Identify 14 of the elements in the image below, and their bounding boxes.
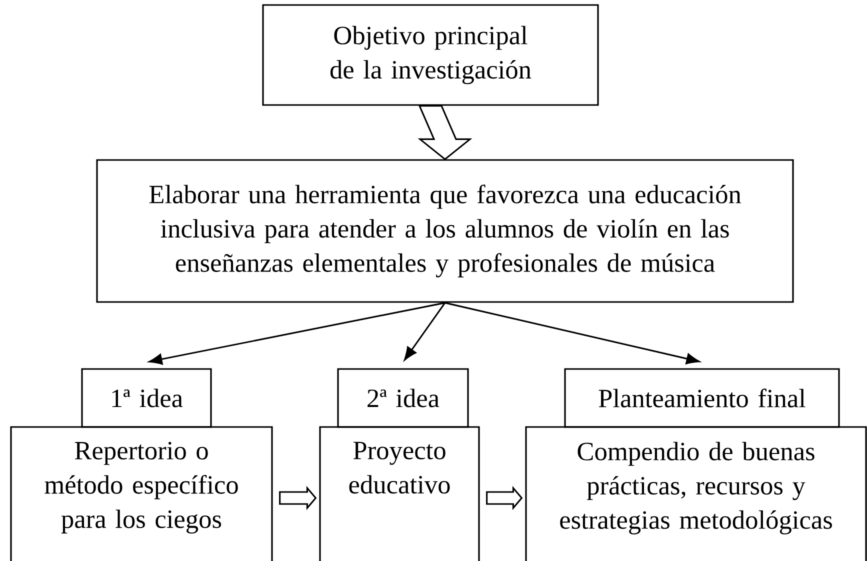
block-arrow [486, 486, 523, 510]
arrow [404, 302, 446, 360]
arrow [148, 302, 446, 365]
text-box: Planteamiento final [564, 368, 840, 428]
text-box: Elaborar una herramienta que favorezca una educación inclusiva para atender a los alumnos de violín en las enseñanzas elementales y profesionales de música [96, 159, 794, 303]
text-box: Repertorio o método específico para los ciegos [10, 426, 273, 561]
arrow [444, 302, 700, 364]
block-arrow [279, 486, 317, 510]
text-box: Compendio de buenas prácticas, recursos y estrategias metodológicas [525, 426, 867, 561]
text-box: Proyecto educativo [319, 426, 480, 561]
text-box: 1ª idea [81, 368, 212, 428]
text-box: Objetivo principal de la investigación [262, 4, 599, 106]
text-box: 2ª idea [337, 368, 469, 428]
block-arrow [418, 105, 472, 160]
